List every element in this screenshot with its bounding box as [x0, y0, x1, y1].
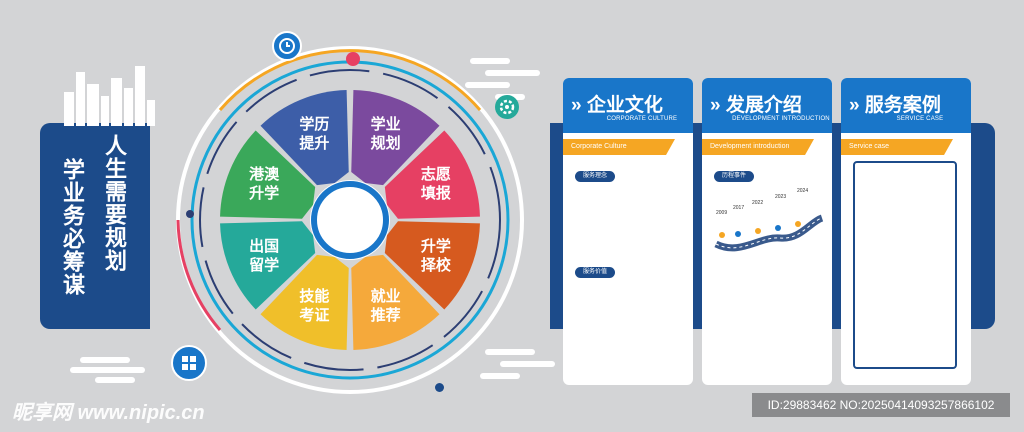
wheel-segment-label: 港澳升学 — [249, 166, 280, 203]
wheel-segment — [220, 130, 316, 219]
hub-center — [322, 192, 378, 248]
wheel-segment-label: 升学择校 — [420, 237, 451, 274]
clock-icon — [272, 31, 302, 61]
windows-icon — [171, 345, 207, 381]
chevrons-icon: » — [849, 95, 860, 116]
chevrons-icon: » — [571, 95, 582, 116]
panel-subtitle: DEVELOPMENT INTRODUCTION — [732, 116, 830, 122]
gear-icon — [495, 95, 519, 119]
slogan-line-1: 人生需要规划 — [102, 134, 127, 272]
slogan-line-2: 学业务必筹谋 — [60, 158, 85, 296]
user-icon — [346, 52, 360, 66]
panel-service-case: » 服务案例 SERVICE CASE Service case — [841, 78, 971, 385]
panel-item-label: 服务价值 — [575, 267, 616, 278]
wheel-segment — [384, 221, 480, 310]
case-frame — [853, 161, 957, 369]
panel-header: » 服务案例 SERVICE CASE — [841, 78, 971, 133]
panel-development: » 发展介绍 DEVELOPMENT INTRODUCTION Developm… — [702, 78, 832, 385]
wheel-segment-label: 学历提升 — [299, 116, 330, 153]
wheel-segment — [260, 90, 349, 186]
panel-title: » 企业文化 — [571, 90, 663, 117]
service-wheel — [176, 46, 524, 394]
wheel-segment-label: 志愿填报 — [420, 166, 451, 203]
year-label: 2023 — [775, 194, 787, 200]
wheel-segment — [260, 254, 349, 350]
panel-tag: Development introduction — [702, 139, 814, 155]
wheel-segment-label: 就业推荐 — [370, 287, 401, 324]
dot-decoration — [186, 210, 194, 218]
panel-title: » 发展介绍 — [710, 90, 802, 117]
panel-item-label: 历程事件 — [714, 171, 755, 182]
year-label: 2009 — [716, 210, 728, 216]
wheel-segment-label: 技能考证 — [299, 287, 330, 324]
panel-subtitle: CORPORATE CULTURE — [606, 116, 678, 122]
panel-header: » 发展介绍 DEVELOPMENT INTRODUCTION — [702, 78, 832, 133]
year-label: 2024 — [797, 188, 809, 194]
panel-corporate-culture: » 企业文化 CORPORATE CULTURE Corporate Cultu… — [563, 78, 693, 385]
panel-title-text: 企业文化 — [586, 95, 663, 116]
slogan: 人生需要规划 学业务必筹谋 — [52, 134, 152, 316]
year-label: 2022 — [752, 200, 764, 206]
watermark-site: 昵享网 www.nipic.cn — [12, 402, 205, 424]
wheel-segment — [220, 221, 316, 310]
wheel-segment-label: 出国留学 — [249, 237, 280, 274]
ring-arc-orange — [218, 49, 482, 111]
panel-tag: Service case — [841, 139, 953, 155]
year-label: 2017 — [733, 205, 745, 211]
wheel-segment — [351, 254, 440, 350]
panel-subtitle: SERVICE CASE — [896, 116, 944, 122]
panel-title-text: 服务案例 — [864, 95, 941, 116]
panel-title: » 服务案例 — [849, 90, 941, 117]
dot-decoration — [435, 383, 444, 392]
hub-ring — [311, 181, 389, 259]
panel-title-text: 发展介绍 — [725, 95, 802, 116]
wheel-segment-label: 学业规划 — [370, 116, 401, 153]
ring-arc-red — [176, 219, 222, 331]
chevrons-icon: » — [710, 95, 721, 116]
skyline-icon — [64, 66, 155, 126]
cloud-lines-bottom — [480, 349, 555, 379]
panel-header: » 企业文化 CORPORATE CULTURE — [563, 78, 693, 133]
cloud-lines-left — [70, 357, 145, 383]
panel-tag: Corporate Culture — [563, 139, 675, 155]
timeline-road — [714, 214, 824, 252]
inner-ring — [199, 69, 501, 371]
wheel-segment — [351, 90, 440, 186]
wheel-segment — [384, 130, 480, 219]
watermark-id: ID:29883462 NO:20250414093257866102 — [752, 393, 1010, 417]
panel-item-label: 服务理念 — [575, 171, 616, 182]
